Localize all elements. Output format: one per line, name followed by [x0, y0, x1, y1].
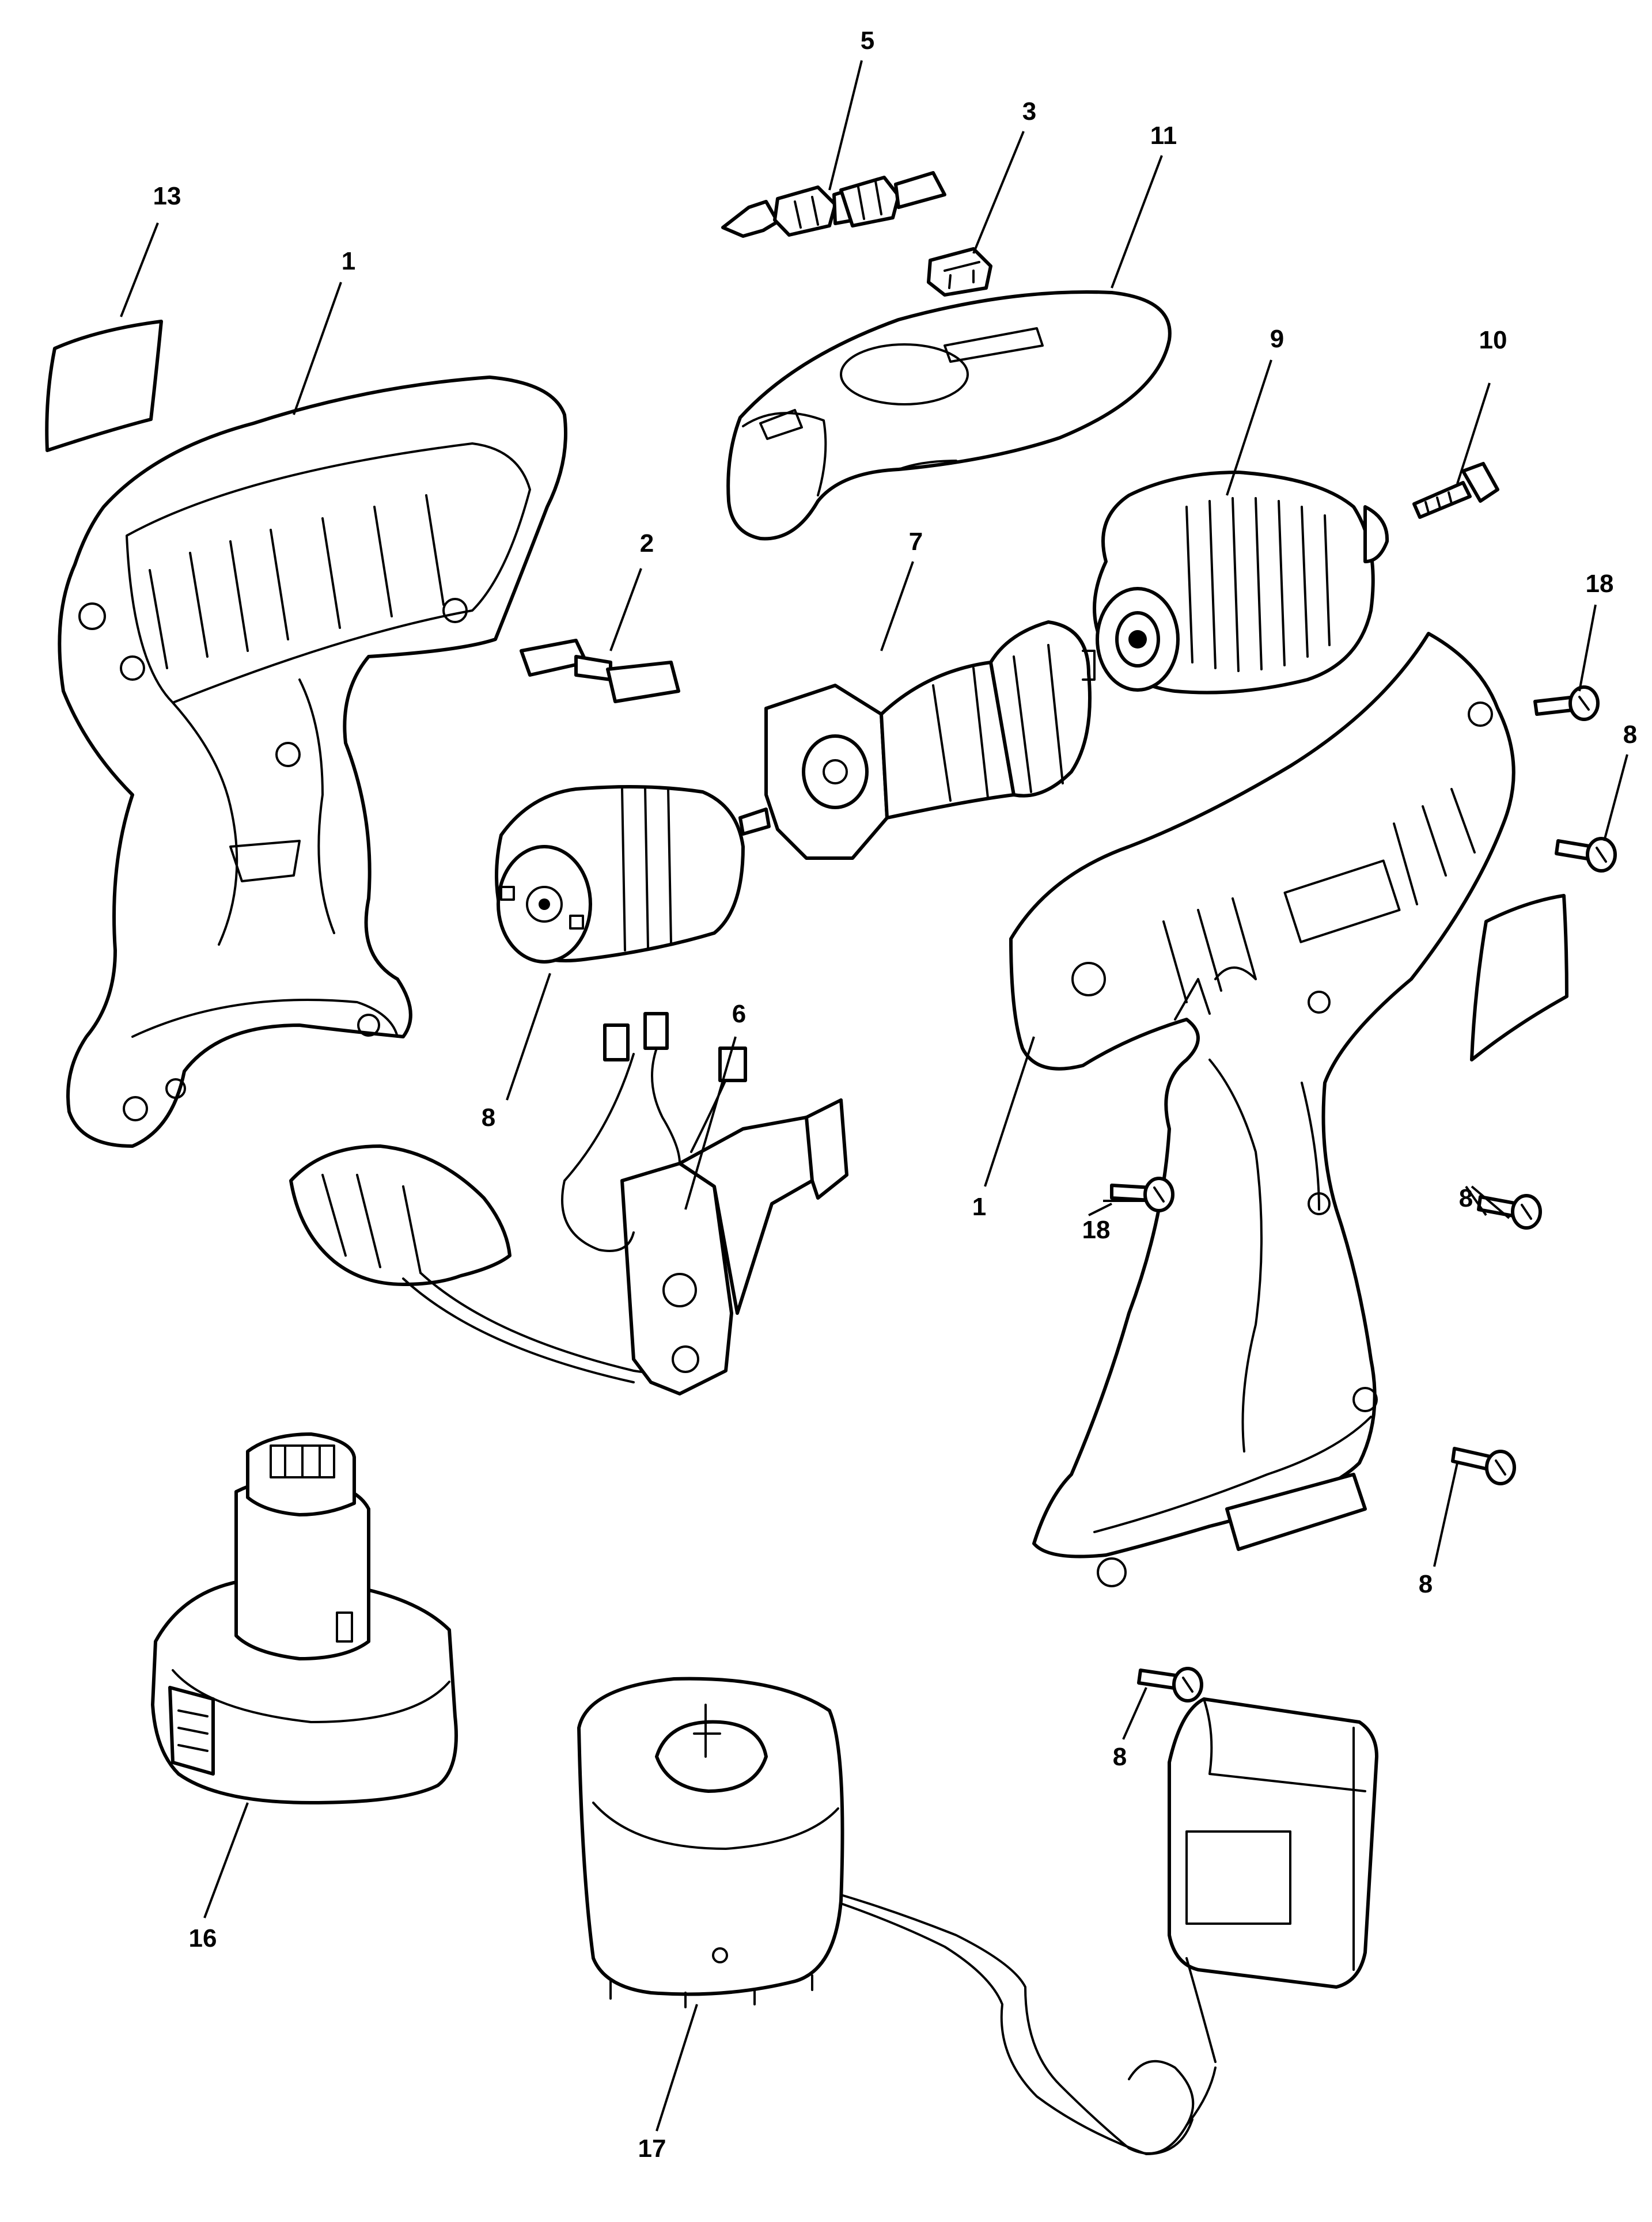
chuck-9: [1093, 471, 1389, 695]
callout-4: 5: [861, 26, 874, 55]
callout-9: 9: [1270, 325, 1284, 353]
callout-labels: 13 1 5 3 11 9 10 18 8 2 7 8 6 1 18 8 8 8…: [153, 26, 1638, 2163]
callout-18-upper: 18: [1586, 570, 1614, 598]
callout-13: 13: [153, 182, 181, 210]
callout-8-d: 8: [1113, 1743, 1127, 1771]
callout-8-b: 8: [1459, 1184, 1473, 1212]
right-housing-1: [1009, 632, 1515, 1587]
screw-8-c: [1451, 1447, 1516, 1485]
callout-7: 8: [482, 1104, 495, 1132]
left-housing-1: [58, 376, 567, 1148]
battery-pack-16: [151, 1432, 458, 1804]
charger-17: [577, 1677, 844, 2008]
switch-assembly-5: [289, 1012, 848, 1396]
screw-18-upper: [1533, 685, 1600, 721]
bit-holder-3: [927, 247, 992, 297]
callout-1-right: 1: [972, 1193, 986, 1221]
leader-lines: [120, 60, 1628, 2132]
callout-8-a: 8: [1623, 721, 1637, 749]
callout-18-lower: 18: [1082, 1216, 1111, 1244]
label-sticker-13: [45, 320, 163, 452]
callout-8-c: 8: [1419, 1570, 1433, 1598]
chuck-screw-10: [1412, 462, 1499, 519]
screw-8-d: [1137, 1667, 1203, 1702]
power-adapter: [1168, 1697, 1378, 2063]
callout-17: 17: [638, 2134, 666, 2163]
screwdriver-bit-4: [721, 171, 946, 238]
gearbox-6: [764, 620, 1096, 860]
callout-16: 16: [189, 1924, 217, 1952]
side-label-sticker: [1470, 894, 1568, 1061]
top-cover-11: [726, 290, 1172, 541]
callout-11: 11: [1150, 122, 1177, 150]
charger-cord: [840, 1894, 1217, 2155]
switch-button-2: [520, 639, 680, 703]
callout-3: 3: [1022, 97, 1036, 126]
screw-8-a: [1555, 837, 1617, 873]
callout-6: 7: [909, 528, 923, 556]
callout-2: 2: [640, 529, 654, 558]
screw-18-lower: [1110, 1177, 1174, 1212]
motor-7: [495, 785, 771, 964]
callout-10: 10: [1479, 326, 1507, 354]
callout-5: 6: [732, 1000, 746, 1028]
callout-1-left: 1: [342, 247, 355, 275]
